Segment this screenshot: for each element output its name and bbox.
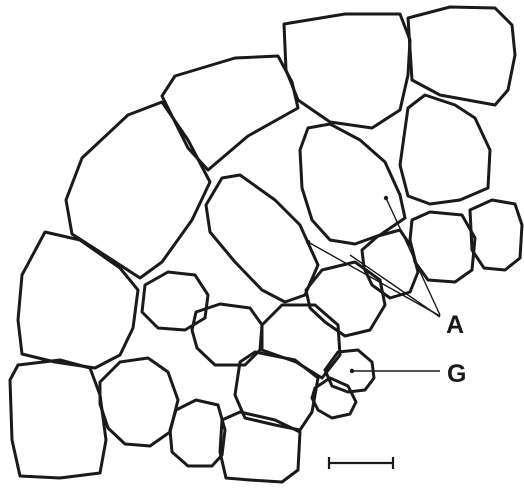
cell-inner-11 — [470, 200, 522, 270]
cell-outer-1 — [10, 360, 106, 478]
leader-dot-g — [350, 369, 354, 373]
outer-cell-layer — [10, 7, 515, 478]
label-g: G — [447, 362, 466, 387]
cell-inner-1 — [100, 358, 178, 446]
leader-dot-a-2 — [306, 240, 310, 244]
cell-outer-6 — [408, 7, 515, 105]
leader-dot-a-1 — [384, 196, 388, 200]
label-a: A — [446, 313, 464, 338]
cell-outer-3 — [66, 102, 210, 278]
cell-inner-12 — [312, 378, 356, 418]
cell-middle-2 — [300, 124, 405, 244]
cell-inner-8 — [306, 262, 385, 336]
cell-inner-2 — [170, 400, 225, 466]
inner-cell-layer — [100, 200, 522, 482]
cell-outer-5 — [284, 14, 410, 128]
label-g-leader-line — [350, 369, 440, 373]
cell-outer-4 — [162, 56, 298, 170]
leader-line-a-2 — [308, 242, 440, 316]
label-a-leader-lines — [306, 196, 440, 317]
cell-middle-3 — [400, 95, 490, 204]
cell-outer-2 — [18, 232, 138, 368]
cell-inner-6 — [142, 272, 208, 330]
scale-bar — [328, 457, 394, 469]
cell-middle-1 — [206, 175, 318, 302]
